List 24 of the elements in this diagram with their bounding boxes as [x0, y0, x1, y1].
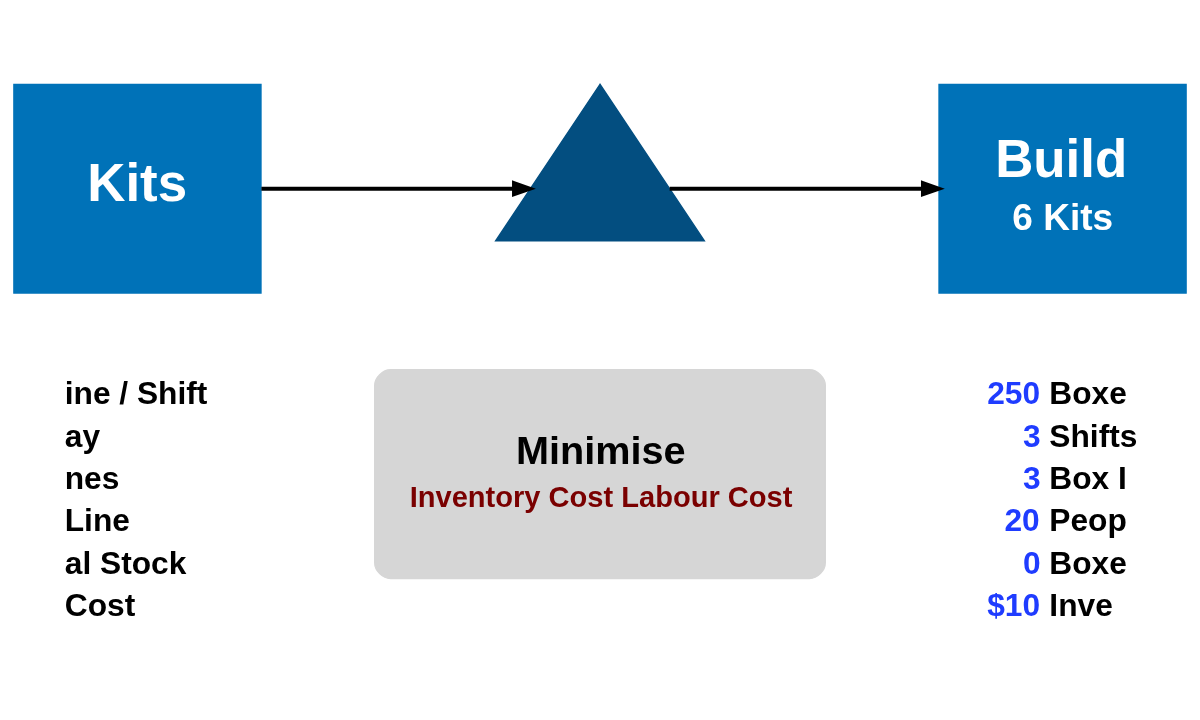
label: al Stock — [64, 544, 187, 581]
label: 3 — [1022, 417, 1041, 454]
node-box: Minimise Inventory Cost Labour Cost — [374, 368, 826, 579]
label: Peop — [1049, 501, 1127, 538]
arrow — [261, 179, 536, 197]
label: 20 — [1004, 501, 1040, 538]
arrow — [669, 179, 945, 197]
label: 250 — [987, 374, 1041, 411]
node-box: Kits — [13, 83, 262, 294]
label: ine / Shift — [64, 374, 208, 411]
label: Boxe — [1049, 544, 1127, 581]
label: Inve — [1049, 586, 1113, 623]
label: 0 — [1022, 544, 1041, 581]
label: nes — [64, 459, 120, 496]
label: Shifts — [1049, 417, 1138, 454]
label: Box I — [1049, 459, 1127, 496]
label: Cost — [64, 586, 136, 623]
label: Boxe — [1049, 374, 1127, 411]
label: ay — [64, 417, 101, 454]
label: 3 — [1022, 459, 1041, 496]
label: Line — [64, 501, 130, 538]
node-box: Build 6 Kits — [938, 83, 1187, 294]
label: $10 — [987, 586, 1041, 623]
node-triangle — [494, 82, 706, 242]
